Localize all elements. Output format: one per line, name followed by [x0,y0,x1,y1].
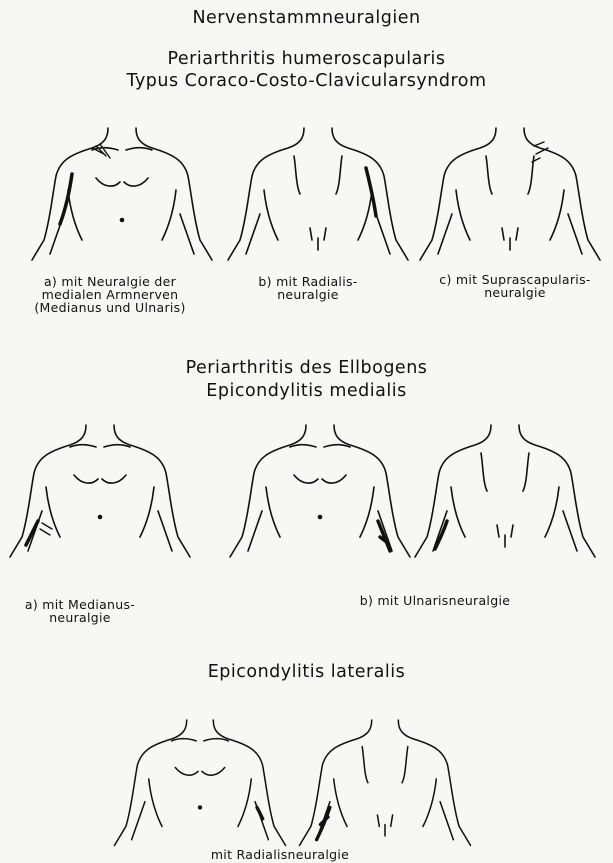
spine-lines [502,228,518,250]
neuralgia-marking [92,144,110,158]
figure-1-front-view [32,128,212,260]
navel [121,219,124,222]
figure-outline [114,720,285,845]
caption-1a: a) mit Neuralgie der medialen Armnerven … [10,275,210,314]
figure-outline [10,425,190,557]
caption-2b: b) mit Ulnarisneuralgie [330,594,540,607]
chest-lines [96,178,148,186]
scapula-lines [481,453,529,491]
scapula-lines [486,156,534,194]
section-1-heading: Periarthritis humeroscapularis [0,50,613,68]
spine-lines [497,525,513,547]
figure-outline [32,128,212,260]
neuralgia-marking [60,174,72,224]
neuralgia-marking [435,521,447,549]
caption-3: mit Radialisneuralgie [150,848,410,861]
section-3-heading: Epicondylitis lateralis [0,663,613,681]
section-1-subheading: Typus Coraco-Costo-Clavicularsyndrom [0,72,613,90]
figure-6-back-view [415,425,595,557]
figure-4-front-view [10,425,190,557]
caption-1c: c) mit Suprascapularis- neuralgie [420,273,610,299]
chest-lines [175,768,224,776]
clavicle-lines [290,445,350,447]
navel [199,806,202,809]
figure-3-back-view [420,128,600,260]
section-2-heading: Periarthritis des Ellbogens [0,359,613,377]
navel [99,516,102,519]
figure-2-back-view [228,128,408,260]
neuralgia-marking [40,523,52,535]
caption-1b: b) mit Radialis- neuralgie [228,275,388,301]
clavicle-lines [92,148,152,150]
scapula-lines [294,156,342,194]
main-title: Nervenstammneuralgien [0,9,613,27]
figure-8-back-view [300,720,471,845]
chest-lines [294,475,346,483]
neuralgia-marking [366,168,376,216]
chest-lines [74,475,126,483]
caption-2a: a) mit Medianus- neuralgie [5,598,155,624]
clavicle-lines [70,445,130,447]
spine-lines [377,815,392,836]
figure-7-front-view [114,720,285,845]
section-2-subheading: Epicondylitis medialis [0,382,613,400]
spine-lines [310,228,326,250]
navel [319,516,322,519]
figure-5-front-view [230,425,410,557]
clavicle-lines [172,739,229,741]
scapula-lines [362,747,408,783]
